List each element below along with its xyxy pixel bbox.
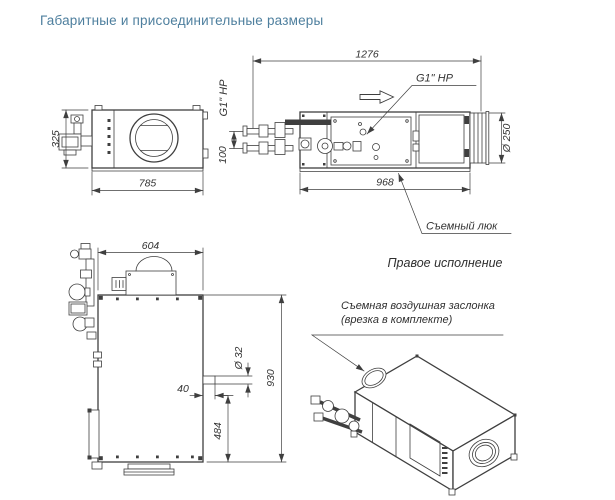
top-view-dim-duct: Ø 250 [488,112,513,164]
side-view-dimensions: 325 785 [50,109,204,196]
label-g1hp-side: G1" HP [218,79,230,117]
iso-unit-box [350,354,518,496]
front-view-unit-body [97,294,204,463]
front-view-dim-drain: 40 Ø 32 484 [177,346,253,463]
dim-604-label: 604 [142,240,160,252]
side-view-unit-outline [91,105,209,172]
front-view-drawing: 604 [68,240,287,476]
front-view-bottom-flange [123,463,175,476]
top-view-label-thread-top: G1" HP [366,73,477,135]
top-view-dim-pipes: G1" HP 100 [217,79,244,164]
front-view-valve-assembly [68,243,103,470]
side-view-drawing: 325 785 [50,105,209,196]
dim-250-label: Ø 250 [501,124,513,154]
top-view-dim-hatch: 968 [299,172,471,195]
dim-930-label: 930 [265,369,277,387]
front-view-drain-stub [202,375,216,385]
top-view-duct-stub [469,111,490,165]
iso-heading: Правое исполнение [387,256,503,270]
damper-label-line2: (врезка в комплекте) [341,314,453,327]
dim-968-label: 968 [376,177,394,189]
damper-label-line1: Съемная воздушная заслонка [341,300,495,312]
damper-leader-line [310,334,504,372]
label-removable-hatch: Съемный люк [426,221,498,233]
dim-32-label: Ø 32 [233,346,245,370]
dim-785-label: 785 [139,178,157,190]
airflow-arrow-icon [359,90,395,104]
top-view-drawing: 1276 [217,49,513,234]
dim-1276-label: 1276 [355,49,379,61]
isometric-drawing [310,334,518,496]
label-g1hp-top: G1" HP [416,73,454,85]
front-view-dim-width: 604 [97,240,204,291]
dim-40-label: 40 [177,383,189,395]
top-view-label-hatch: Съемный люк [398,173,512,234]
front-view-dim-height: 930 [203,294,287,463]
iso-valve-assembly [310,395,363,434]
page-title: Габаритные и присоединительные размеры [40,13,324,28]
iso-air-damper [361,367,387,389]
front-view-fan-housing [111,256,177,296]
dim-484-label: 484 [212,422,224,440]
iso-duct-outlet [468,438,500,468]
dim-100-label: 100 [217,146,229,164]
damper-label: Съемная воздушная заслонка (врезка в ком… [341,299,495,328]
dim-325-label: 325 [50,130,62,148]
top-view-dim-overall: 1276 [252,49,482,130]
top-view-piping-assembly [242,119,362,155]
side-view-valve-assembly [58,114,93,156]
